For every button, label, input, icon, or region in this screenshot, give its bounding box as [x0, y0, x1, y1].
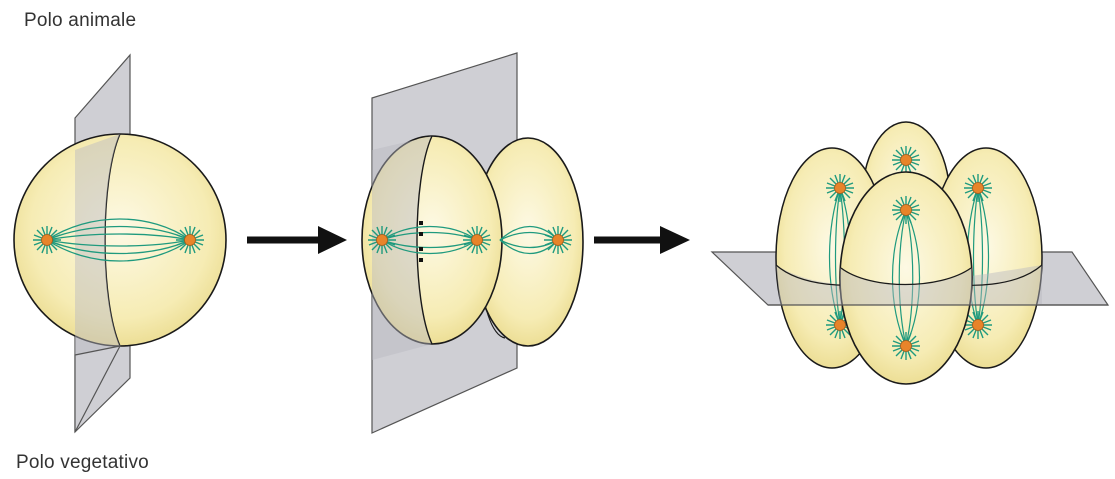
blastomere-front	[839, 171, 973, 385]
cleavage-furrow	[104, 133, 121, 347]
aster-left	[32, 225, 62, 255]
aster-right	[175, 225, 205, 255]
aster-left-top	[825, 173, 855, 203]
chromosomes	[419, 221, 423, 262]
mitotic-spindle-front	[891, 209, 921, 347]
vegetal-pole-label: Polo vegetativo	[16, 452, 149, 473]
cleavage-furrow	[416, 135, 433, 345]
cleavage-furrow-front	[840, 267, 972, 286]
stage-3-third-cleavage	[710, 121, 1110, 385]
arrow-1	[247, 226, 347, 254]
mitotic-spindle	[46, 218, 191, 262]
stage-1-first-cleavage	[13, 53, 227, 434]
animal-pole-label: Polo animale	[24, 10, 137, 31]
aster-1	[367, 225, 397, 255]
arrow-2	[594, 226, 690, 254]
aster-3	[543, 225, 573, 255]
aster-right-top	[963, 173, 993, 203]
aster-front-bottom	[891, 331, 921, 361]
aster-back-top	[891, 145, 921, 175]
aster-front-top	[891, 195, 921, 225]
stage-2-second-cleavage	[361, 52, 584, 434]
aster-2	[462, 225, 492, 255]
cleavage-plane-front	[75, 134, 120, 360]
